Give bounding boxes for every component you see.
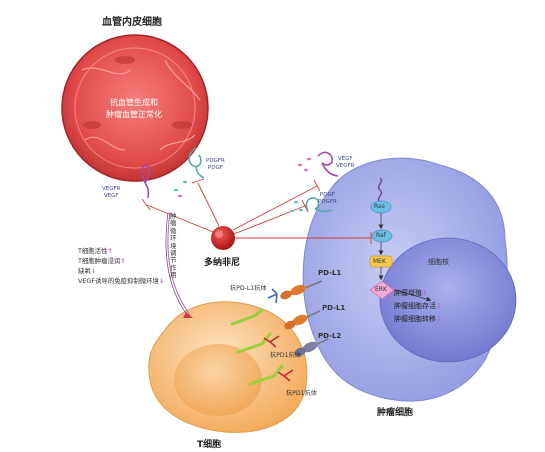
pdgfr-top-text: PDGFR (206, 158, 225, 164)
vegfr-right-text: VEGFR (336, 163, 355, 169)
outcome-text: 肿瘤细胞存活 (394, 302, 436, 310)
effect-text: T细胞活性 (78, 247, 108, 255)
down-arrow-icon: ↓ (422, 289, 428, 297)
erk-node (369, 280, 395, 300)
outcome-row: 肿瘤细胞转移↓ (394, 313, 442, 326)
up-arrow-icon: ↑ (120, 257, 126, 265)
vegfr-vegf-left-label: VEGFR VEGF (102, 186, 121, 200)
pdgf-pdgfr-right-label: PDGF PDGFR (318, 192, 337, 206)
pdgfr-receptor-right (305, 197, 333, 213)
outcome-text: 肿瘤细胞转移 (394, 315, 436, 323)
pd-l1-mid (284, 310, 321, 330)
outcome-row: 肿瘤增殖↓ (394, 287, 442, 300)
raf-node (371, 229, 393, 243)
pdgfr-right-text: PDGFR (318, 199, 337, 205)
effect-text: 缺氧 (78, 267, 91, 275)
effect-row: T细胞活性↑ (78, 246, 164, 256)
pd-l1-mid-label: PD-L1 (322, 304, 346, 312)
up-arrow-icon: ↑ (107, 247, 113, 255)
down-arrow-icon: ↓ (90, 267, 97, 275)
immune-effects-list: T细胞活性↑ T细胞肿瘤浸润↑ 缺氧↓ VEGF诱导的免疫抑制微环境↓ (78, 246, 164, 286)
t-cell (148, 301, 308, 433)
vegf-right-text: VEGF (337, 156, 353, 162)
anti-pd1-antibody-2 (277, 369, 294, 382)
endothelial-cell-label: 血管内皮细胞 (102, 17, 162, 28)
endothelial-cell (61, 34, 209, 182)
pd-l1-top (280, 280, 323, 300)
pd1-receptor-top (230, 308, 264, 326)
tumor-cell-label: 肿瘤细胞 (377, 408, 414, 418)
ras-label: Ras (374, 203, 385, 210)
anti-pd1-label-2: 抗PD1抗体 (286, 390, 317, 397)
nucleus-label: 细胞核 (428, 258, 449, 266)
vegf-left-text: VEGF (103, 193, 119, 199)
pd-l2 (294, 338, 329, 357)
outcome-row: 肿瘤细胞存活↓ (394, 300, 442, 313)
raf-label: Raf (376, 232, 386, 239)
pdgfr-receptor-top (188, 147, 205, 179)
effect-text: VEGF诱导的免疫抑制微环境 (78, 277, 159, 285)
down-arrow-icon: ↓ (158, 277, 165, 285)
ligand-dots (174, 157, 311, 213)
down-arrow-icon: ↓ (436, 302, 442, 310)
pdgf-top-text: PDGF (207, 165, 223, 171)
pdgf-right-text: PDGF (319, 192, 335, 198)
effect-row: 缺氧↓ (78, 266, 164, 276)
pdgfr-pdgf-top-label: PDGFR PDGF (206, 158, 225, 172)
vegfr-left-text: VEGFR (102, 186, 121, 192)
tumor-outcomes-list: 肿瘤增殖↓ 肿瘤细胞存活↓ 肿瘤细胞转移↓ (394, 287, 442, 326)
endothelial-inner-label-2: 肿瘤血管正常化 (106, 110, 162, 119)
outcome-text: 肿瘤增殖 (394, 289, 422, 297)
microenvironment-arrow (165, 211, 193, 318)
vegfr-receptor-left (140, 165, 151, 199)
pd-l1-top-label: PD-L1 (318, 269, 342, 277)
effect-text: T细胞肿瘤浸润 (78, 257, 121, 265)
erk-label: ERK (375, 286, 387, 293)
drug-label: 多纳非尼 (204, 258, 241, 268)
mek-label: MEK (373, 258, 386, 265)
pd1-receptor-mid (236, 332, 272, 354)
pd1-receptor-bottom (248, 364, 284, 386)
effect-row: T细胞肿瘤浸润↑ (78, 256, 164, 266)
microenvironment-path-label: 肿瘤微环境调节作用 (170, 212, 177, 280)
anti-pd-l1-antibody (267, 288, 278, 304)
effect-row: VEGF诱导的免疫抑制微环境↓ (78, 276, 164, 286)
pd-l2-label: PD-L2 (318, 332, 342, 340)
down-arrow-icon: ↓ (436, 315, 442, 323)
ras-receptor (377, 177, 383, 203)
vegfr-receptor-right (317, 151, 339, 177)
anti-pd-l1-label: 抗PD-L1抗体 (230, 285, 267, 292)
t-cell-label: T细胞 (197, 440, 222, 450)
drug-molecule (211, 226, 235, 250)
anti-pd1-label-1: 抗PD1抗体 (270, 352, 301, 359)
anti-pd1-antibody-1 (263, 335, 280, 348)
endothelial-inner-label-1: 抗血管生成和 (110, 98, 158, 107)
nucleus (379, 237, 517, 363)
vegf-vegfr-right-label: VEGF VEGFR (336, 156, 355, 170)
signal-arrows (378, 213, 432, 302)
